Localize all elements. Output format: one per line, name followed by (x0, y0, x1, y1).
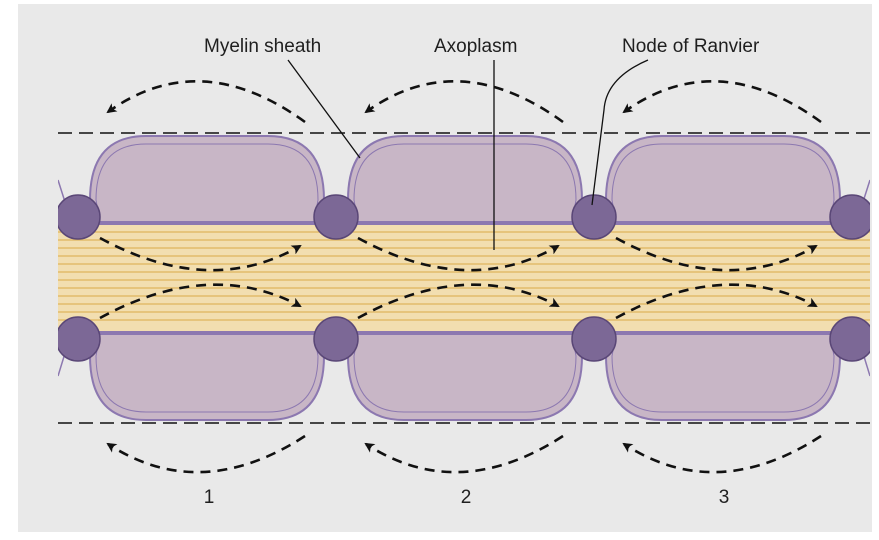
myelin-sheath-upper (346, 135, 584, 223)
node-of-ranvier-top (571, 194, 617, 240)
segment-number-3: 3 (719, 487, 730, 508)
node-of-ranvier-bottom (571, 316, 617, 362)
node-of-ranvier-top (58, 194, 101, 240)
axon-core (58, 224, 870, 332)
segment-number-2: 2 (461, 487, 472, 508)
outer-current-arrow-top (364, 80, 564, 124)
current-flow-arrows (99, 80, 822, 474)
myelin-layer-line (611, 143, 835, 223)
myelin-layer-line (95, 333, 319, 413)
myelin-sheath-lower (604, 333, 842, 421)
myelin-sheath-lower (346, 333, 584, 421)
inner-current-arrow-upper (615, 236, 818, 272)
inner-current-arrow-upper (99, 236, 302, 272)
node-of-ranvier-bottom (58, 316, 101, 362)
node-of-ranvier-top (313, 194, 359, 240)
segment-number-1: 1 (204, 487, 215, 508)
myelin-sheath-upper (88, 135, 326, 223)
inner-current-arrow-lower (615, 283, 818, 320)
outer-current-arrow-bottom (364, 434, 564, 474)
myelin-layer-line (353, 143, 577, 223)
node-of-ranvier-top (829, 194, 870, 240)
myelin-layer-line (95, 143, 319, 223)
myelin-sheath-label: Myelin sheath (204, 36, 321, 57)
myelin-sheath-lower (88, 333, 326, 421)
axoplasm-axon (58, 223, 870, 333)
outer-current-arrow-top (622, 80, 822, 124)
outer-current-arrow-bottom (622, 434, 822, 474)
myelin-layer-line (353, 333, 577, 413)
inner-current-arrow-lower (357, 283, 560, 320)
node-of-ranvier-bottom (829, 316, 870, 362)
node-of-ranvier-label: Node of Ranvier (622, 36, 760, 57)
myelin-leader-line (287, 59, 361, 159)
nodes-of-ranvier (58, 194, 870, 362)
node-leader-line (591, 59, 649, 206)
membrane-lines (58, 132, 870, 424)
myelin-sheath-upper (604, 135, 842, 223)
inner-current-arrow-upper (357, 236, 560, 272)
node-of-ranvier-bottom (313, 316, 359, 362)
inner-current-arrow-lower (99, 283, 302, 320)
myelin-sheaths (58, 135, 870, 421)
myelin-layer-line (611, 333, 835, 413)
axoplasm-label: Axoplasm (434, 36, 517, 57)
outer-current-arrow-top (106, 80, 306, 124)
outer-current-arrow-bottom (106, 434, 306, 474)
